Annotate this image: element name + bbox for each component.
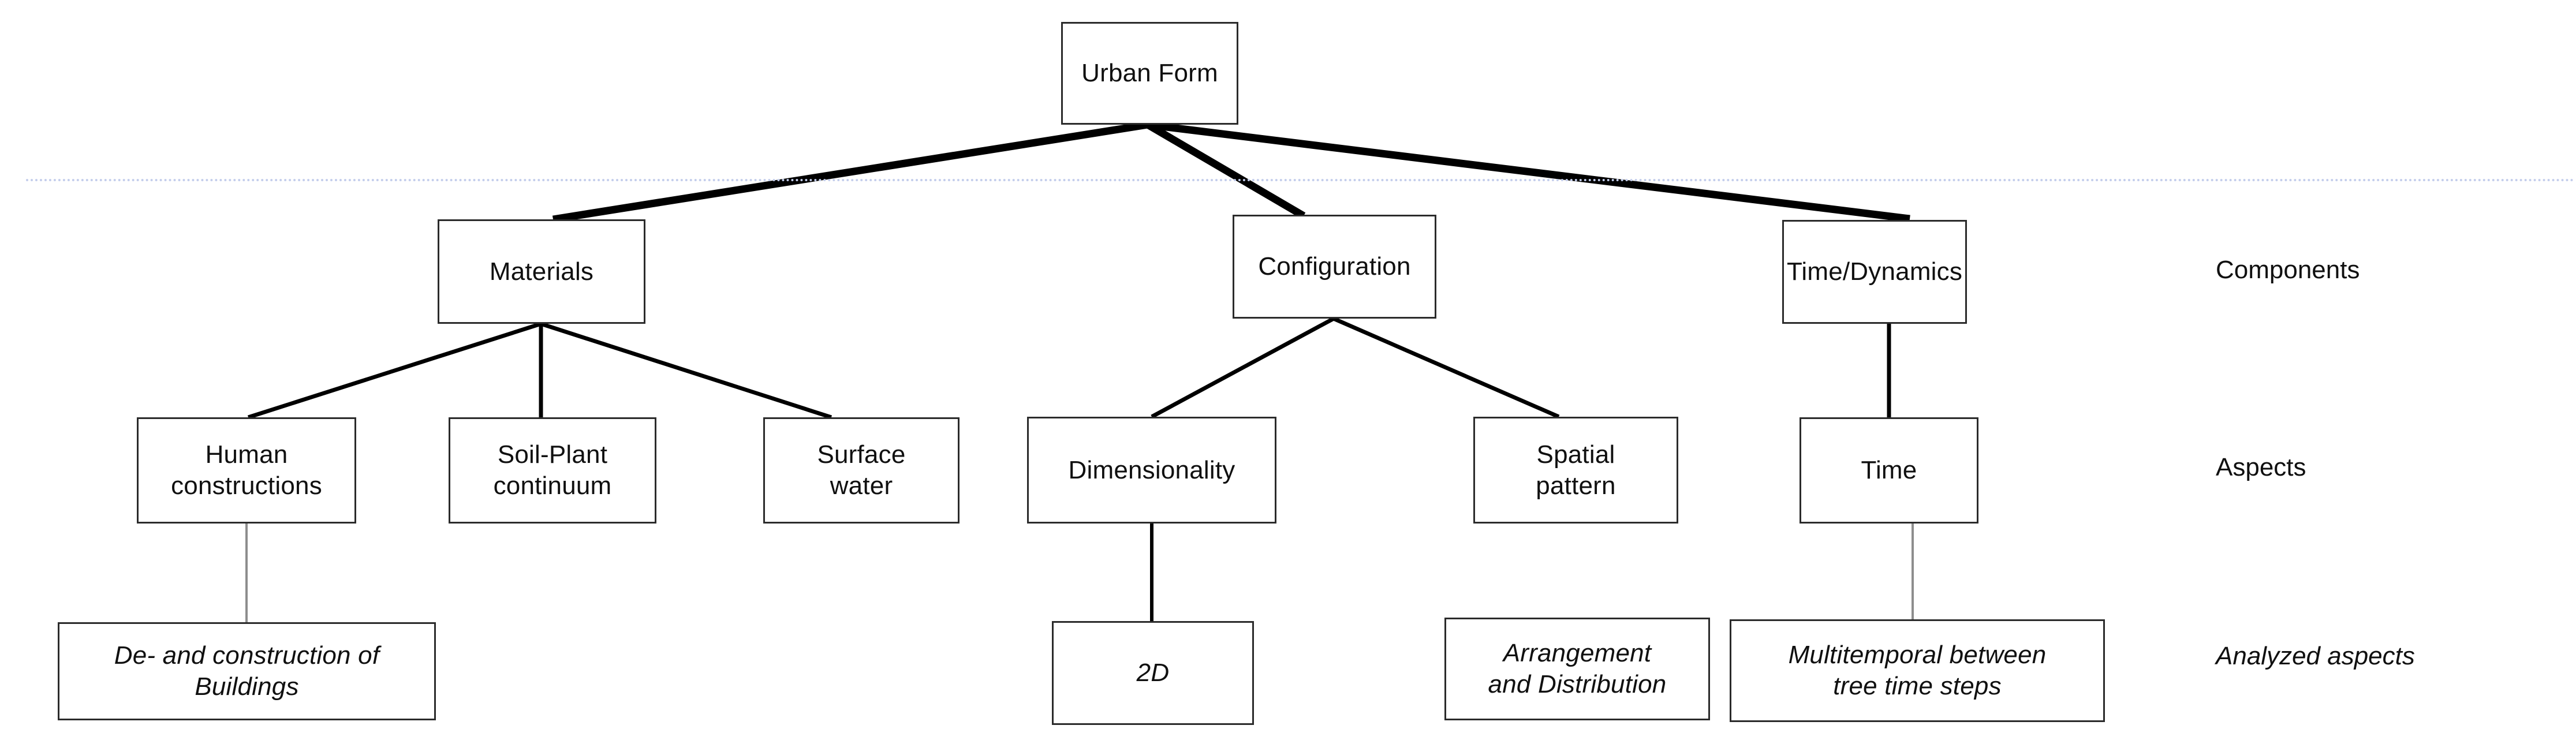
row-caption-components: Components — [2216, 256, 2360, 285]
node-surface-water[interactable]: Surface water — [763, 417, 960, 524]
node-spatial-pattern-label: Spatial pattern — [1536, 440, 1616, 500]
row-caption-analyzed-aspects-label: Analyzed aspects — [2216, 642, 2415, 670]
edge-materials-humanconstructions — [247, 321, 542, 420]
node-human-constructions[interactable]: Human constructions — [137, 417, 356, 524]
node-time-label: Time — [1861, 456, 1917, 485]
node-configuration-label: Configuration — [1258, 252, 1411, 281]
edge-urbanform-timedynamics — [1147, 121, 1910, 223]
node-time-dynamics-label: Time/Dynamics — [1786, 257, 1963, 286]
edge-urbanform-configuration — [1145, 121, 1306, 219]
node-time-dynamics[interactable]: Time/Dynamics — [1782, 220, 1967, 324]
node-de-and-construction-of-buildings-label: De- and construction of Buildings — [114, 641, 380, 701]
node-multitemporal-between-tree-time-steps-label: Multitemporal between tree time steps — [1788, 641, 2047, 700]
node-de-and-construction-of-buildings[interactable]: De- and construction of Buildings — [58, 622, 436, 720]
node-urban-form[interactable]: Urban Form — [1061, 22, 1238, 125]
dotted-guide-line — [26, 179, 2576, 181]
node-spatial-pattern[interactable]: Spatial pattern — [1473, 417, 1678, 524]
node-soil-plant-continuum-label: Soil-Plant continuum — [493, 440, 612, 500]
node-human-constructions-label: Human constructions — [171, 440, 322, 500]
node-multitemporal-between-tree-time-steps[interactable]: Multitemporal between tree time steps — [1730, 619, 2105, 722]
node-materials-label: Materials — [489, 257, 594, 286]
node-arrangement-and-distribution-label: Arrangement and Distribution — [1488, 639, 1667, 698]
node-dimensionality-label: Dimensionality — [1068, 455, 1235, 484]
edge-urbanform-materials — [552, 121, 1149, 223]
row-caption-aspects: Aspects — [2216, 453, 2306, 482]
node-arrangement-and-distribution[interactable]: Arrangement and Distribution — [1444, 618, 1710, 720]
node-soil-plant-continuum[interactable]: Soil-Plant continuum — [449, 417, 656, 524]
node-configuration[interactable]: Configuration — [1233, 215, 1436, 319]
row-caption-analyzed-aspects: Analyzed aspects — [2216, 642, 2415, 671]
edge-configuration-dimensionality — [1151, 316, 1335, 419]
node-urban-form-label: Urban Form — [1081, 59, 1218, 88]
node-materials[interactable]: Materials — [438, 219, 645, 324]
edge-configuration-spatialpattern — [1332, 316, 1560, 419]
node-2d-label: 2D — [1136, 659, 1170, 687]
node-time[interactable]: Time — [1800, 417, 1978, 524]
node-surface-water-label: Surface water — [817, 440, 906, 500]
edge-materials-surfacewater — [540, 321, 832, 420]
row-caption-aspects-label: Aspects — [2216, 453, 2306, 481]
node-2d[interactable]: 2D — [1052, 621, 1254, 725]
node-dimensionality[interactable]: Dimensionality — [1027, 417, 1276, 524]
row-caption-components-label: Components — [2216, 256, 2360, 284]
